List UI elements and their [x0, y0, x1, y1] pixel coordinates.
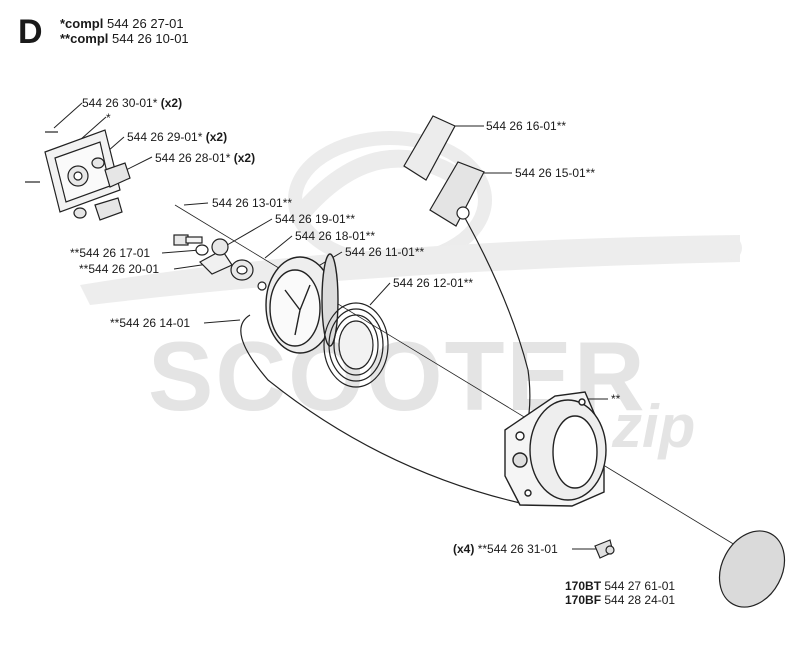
model-line-1: 170BT 544 27 61-01	[565, 579, 676, 593]
callout-label: 544 26 28-01* (x2)	[155, 151, 256, 165]
callout-label: (x4) **544 26 31-01	[453, 542, 558, 556]
callout-label: 544 26 15-01**	[515, 166, 596, 180]
callout-label: **	[611, 392, 621, 406]
header-number: 544 26 10-01	[112, 31, 189, 46]
callout-label: **544 26 14-01	[110, 316, 191, 330]
header-line-1: *compl 544 26 27-01	[60, 16, 184, 31]
callout-label: 544 26 18-01**	[295, 229, 376, 243]
callout-label: 544 26 19-01**	[275, 212, 356, 226]
callout-label: 544 26 11-01**	[345, 245, 425, 259]
header-prefix: **compl	[60, 31, 109, 46]
section-letter: D	[18, 13, 43, 51]
callout-label: **544 26 20-01	[79, 262, 160, 276]
header-line-2: **compl 544 26 10-01	[60, 31, 189, 46]
callout-label: **544 26 17-01	[70, 246, 151, 260]
watermark-subtext: zip	[612, 393, 696, 460]
callout-label: 544 26 12-01**	[393, 276, 474, 290]
model-line-2: 170BF 544 28 24-01	[565, 593, 676, 607]
callout-label: *	[106, 111, 111, 125]
callout-label: 544 26 30-01* (x2)	[82, 96, 183, 110]
header-prefix: *compl	[60, 16, 104, 31]
callout-label: 544 26 16-01**	[486, 119, 567, 133]
callout-label: 544 26 29-01* (x2)	[127, 130, 228, 144]
header-number: 544 26 27-01	[106, 16, 184, 31]
callout-label: 544 26 13-01**	[212, 196, 293, 210]
